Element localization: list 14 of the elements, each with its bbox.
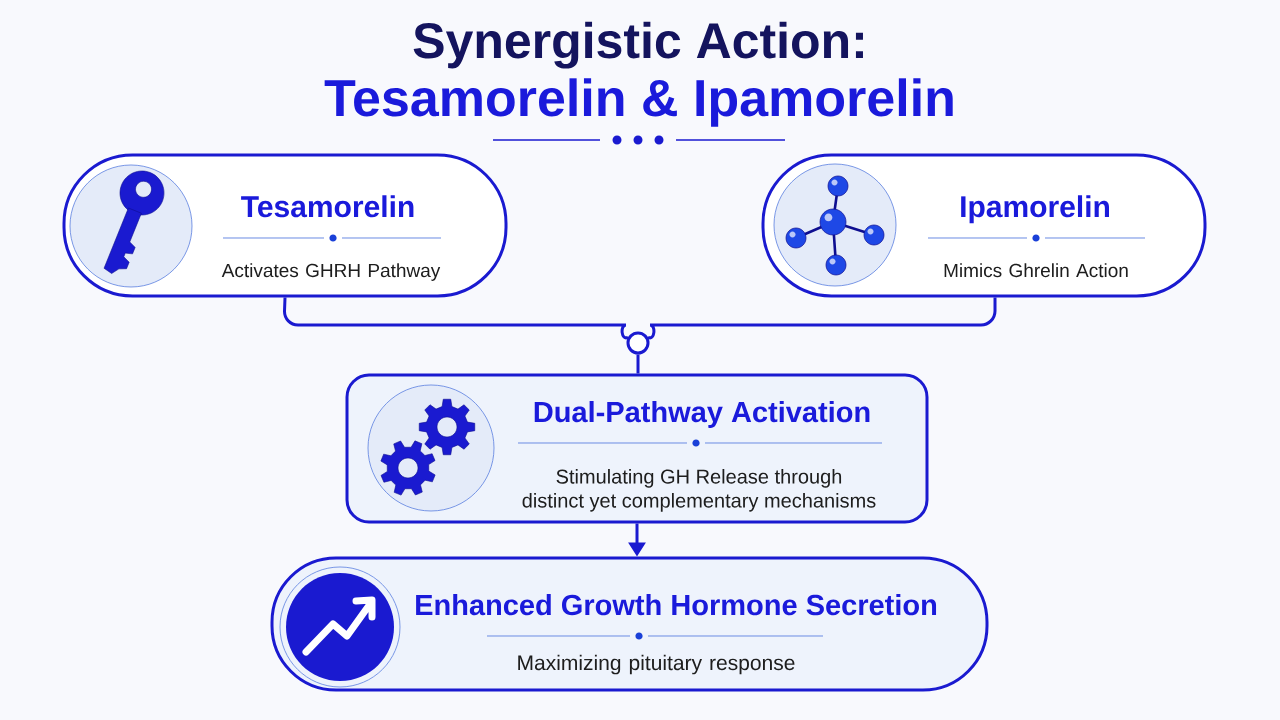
node-heading: Ipamorelin: [961, 195, 1109, 224]
subtitle: Tesamorelin & Ipamorelin: [324, 78, 953, 127]
title: Synergistic Action:: [413, 21, 863, 69]
connector: [647, 297, 997, 339]
node-text: Mimics Ghrelin Action: [944, 263, 1128, 278]
node-text: Stimulating GH Release through distinct yet complementary mechanisms: [522, 469, 876, 512]
connector: [283, 297, 629, 339]
node-text: Activates GHRH Pathway: [221, 263, 441, 281]
node-text: Maximizing pituitary response: [518, 654, 795, 675]
junction-circle: [626, 331, 650, 355]
node-heading: Dual-Pathway Activation: [534, 401, 870, 428]
node-heading: Tesamorelin: [241, 195, 414, 218]
node-heading: Enhanced Growth Hormone Secretion: [416, 594, 937, 616]
connector: [636, 354, 640, 374]
